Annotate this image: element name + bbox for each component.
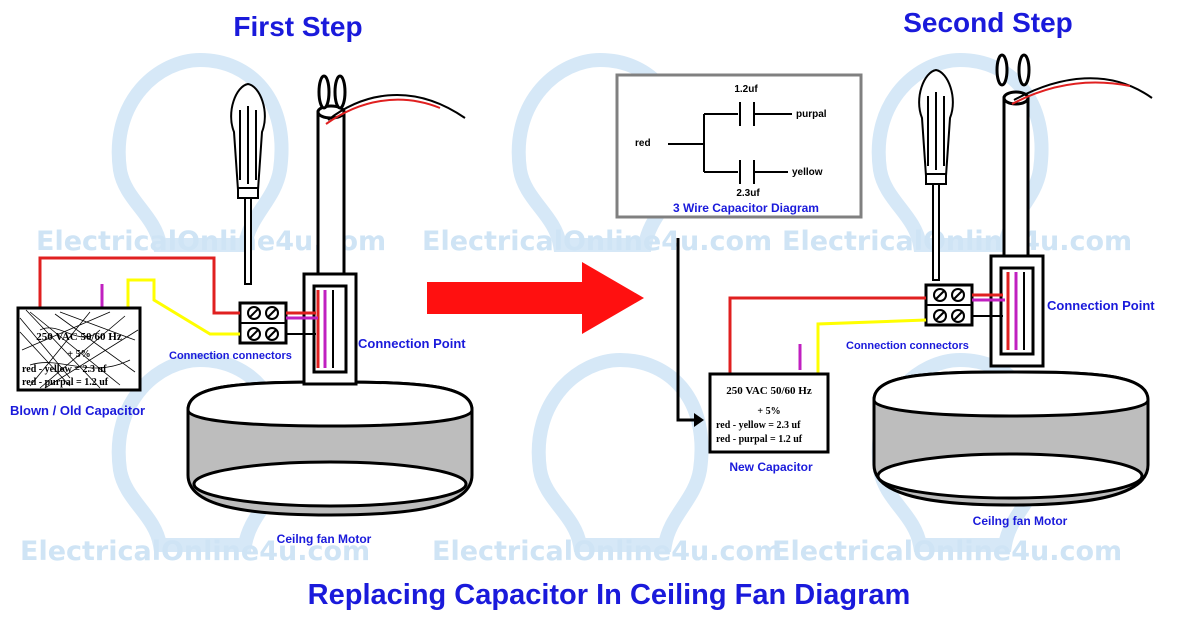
svg-text:red - purpal = 1.2 uf: red - purpal = 1.2 uf xyxy=(716,434,803,445)
svg-text:purpal: purpal xyxy=(796,109,827,120)
down-rod-1 xyxy=(316,74,347,284)
new-capacitor-label: New Capacitor xyxy=(729,460,813,474)
ceiling-fan-motor-label-1: Ceilng fan Motor xyxy=(277,532,372,546)
ceiling-wire-red-2 xyxy=(1011,81,1131,105)
watermark-text-2: ElectricalOnline4u.com xyxy=(422,226,772,257)
connection-connectors-label-1: Connection connectors xyxy=(169,350,292,362)
ceiling-fan-motor-label-2: Ceilng fan Motor xyxy=(973,514,1068,528)
svg-text:red: red xyxy=(635,138,651,149)
second-step-title: Second Step xyxy=(903,7,1073,38)
svg-text:1.2uf: 1.2uf xyxy=(734,84,758,95)
bulb-outline-5 xyxy=(531,352,709,552)
svg-text:red - yellow = 2.3 uf: red - yellow = 2.3 uf xyxy=(22,364,107,375)
first-step-title: First Step xyxy=(233,11,362,42)
screwdriver-icon-2 xyxy=(918,68,954,281)
svg-text:250 VAC 50/60 Hz: 250 VAC 50/60 Hz xyxy=(36,331,122,343)
watermark-text-5: ElectricalOnline4u.com xyxy=(432,536,782,567)
screwdriver-icon xyxy=(230,82,266,285)
second-step-group: 250 VAC 50/60 Hz + 5% red - yellow = 2.3… xyxy=(708,53,1155,528)
capacitor-diagram-title: 3 Wire Capacitor Diagram xyxy=(673,201,819,215)
svg-text:+ 5%: + 5% xyxy=(757,406,780,417)
capacitor-schematic xyxy=(668,102,792,184)
connection-point-label-1: Connection Point xyxy=(358,336,466,351)
connection-point-label-2: Connection Point xyxy=(1047,298,1155,313)
capacitor-diagram-box: 1.2uf 2.3uf red purpal yellow 3 Wire Cap… xyxy=(615,73,863,219)
connection-connectors-1 xyxy=(238,301,288,345)
fan-motor-2 xyxy=(872,370,1150,507)
new-capacitor: 250 VAC 50/60 Hz + 5% red - yellow = 2.3… xyxy=(708,372,830,454)
connection-housing-1 xyxy=(302,272,358,386)
connection-connectors-label-2: Connection connectors xyxy=(846,340,969,352)
ceiling-wire-black-1 xyxy=(327,94,466,121)
yellow-wire-1 xyxy=(126,278,240,336)
bulb-outline-1 xyxy=(111,52,289,252)
watermark-text-6: ElectricalOnline4u.com xyxy=(772,536,1122,567)
connection-connectors-2 xyxy=(924,283,974,327)
ceiling-wire-black-2 xyxy=(1013,77,1153,101)
fan-motor-1 xyxy=(186,380,474,517)
first-step-group: 250 VAC 50/60 Hz + 5% red - yellow = 2.3… xyxy=(10,74,474,546)
svg-text:red - yellow = 2.3 uf: red - yellow = 2.3 uf xyxy=(716,420,801,431)
watermark-text-4: ElectricalOnline4u.com xyxy=(20,536,370,567)
ceiling-wire-red-1 xyxy=(325,98,441,125)
yellow-wire-2 xyxy=(816,318,927,374)
bulb-outline-3 xyxy=(871,52,1049,252)
main-title: Replacing Capacitor In Ceiling Fan Diagr… xyxy=(308,579,911,611)
blown-capacitor-label: Blown / Old Capacitor xyxy=(10,403,145,418)
transition-arrow xyxy=(427,262,644,334)
svg-text:250 VAC 50/60 Hz: 250 VAC 50/60 Hz xyxy=(726,385,812,397)
red-wire-1 xyxy=(38,256,240,315)
svg-text:yellow: yellow xyxy=(792,167,823,178)
watermark-text-3: ElectricalOnline4u.com xyxy=(782,226,1132,257)
svg-text:red - purpal = 1.2 uf: red - purpal = 1.2 uf xyxy=(22,377,109,388)
svg-text:2.3uf: 2.3uf xyxy=(736,188,760,199)
blown-capacitor: 250 VAC 50/60 Hz + 5% red - yellow = 2.3… xyxy=(16,306,142,392)
red-wire-2 xyxy=(728,296,926,374)
